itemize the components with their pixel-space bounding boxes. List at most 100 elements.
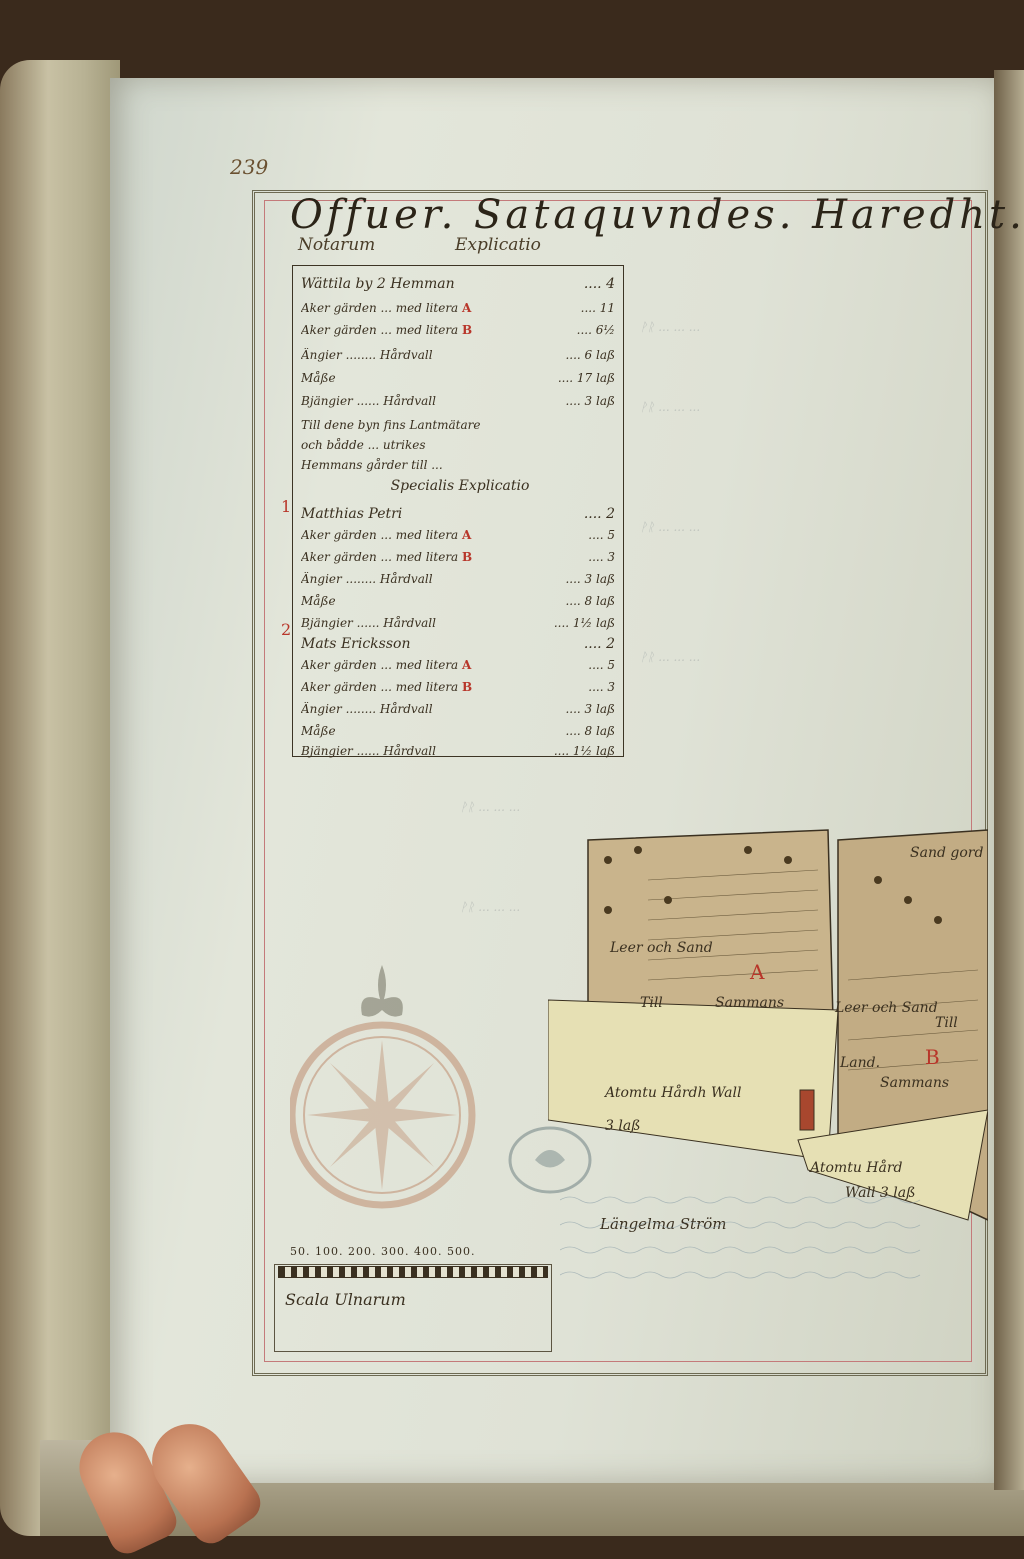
row-value: .... 2	[583, 506, 615, 522]
row-text: Aker gärden ... med litera	[301, 528, 463, 542]
map-label-leer-a: Leer och Sand	[610, 940, 713, 956]
row-letter: B	[462, 323, 473, 337]
table-row: Ängier ........ Hårdvall .... 3 laß	[301, 572, 619, 586]
row-letter: B	[462, 680, 473, 694]
row-text: Wättila by 2 Hemman	[301, 276, 455, 292]
row-value: .... 1½ laß	[553, 616, 615, 630]
row-text: Bjängier ...... Hårdvall	[301, 744, 436, 758]
map-label-land: Land.	[840, 1055, 881, 1071]
row-text: Mats Ericksson	[301, 636, 411, 652]
header-notarum: Notarum	[298, 235, 376, 255]
show-through-text: ᚹᚱ ... ... ...	[640, 520, 701, 534]
row-value: .... 3	[588, 680, 615, 694]
map-trees	[604, 846, 942, 924]
row-value: .... 11	[580, 301, 615, 315]
row-letter: B	[462, 550, 473, 564]
table-row: Aker gärden ... med litera A .... 11	[301, 301, 619, 315]
map-label-sammans-a: Sammans	[715, 995, 785, 1011]
scale-box	[274, 1264, 552, 1352]
table-row: Bjängier ...... Hårdvall .... 1½ laß	[301, 616, 619, 630]
table-row: Wättila by 2 Hemman .... 4	[301, 276, 619, 292]
map-label-sand-gord: Sand gord	[910, 845, 984, 861]
row-text: Specialis Explicatio	[390, 478, 530, 494]
map-hatching	[647, 869, 979, 1071]
row-value: .... 3 laß	[565, 702, 615, 716]
row-value: .... 3 laß	[565, 572, 615, 586]
compass-rose	[290, 965, 476, 1209]
estate-map	[548, 829, 988, 1221]
seal-stamp	[508, 1126, 592, 1194]
page-frame-outer	[252, 190, 988, 1376]
table-row: Bjängier ...... Hårdvall .... 3 laß	[301, 394, 619, 408]
row-value: .... 3	[588, 550, 615, 564]
table-row: Aker gärden ... med litera A .... 5	[301, 528, 619, 542]
map-meadow-2	[797, 1109, 988, 1221]
table-row: Måße .... 8 laß	[301, 594, 619, 608]
row-value: .... 5	[588, 528, 615, 542]
row-letter: A	[462, 301, 472, 315]
row-text: Bjängier ...... Hårdvall	[301, 616, 436, 630]
row-text: och bådde ... utrikes	[301, 438, 426, 452]
row-value: .... 6½	[576, 323, 615, 337]
book-edge-left	[0, 60, 120, 1536]
map-label-leer-b: Leer och Sand	[835, 1000, 938, 1016]
show-through-text: ᚹᚱ ... ... ...	[640, 320, 701, 334]
row-text: Bjängier ...... Hårdvall	[301, 394, 436, 408]
row-letter: A	[462, 528, 472, 542]
row-text: Ängier ........ Hårdvall	[301, 702, 433, 716]
table-row: Aker gärden ... med litera A .... 5	[301, 658, 619, 672]
manuscript-page	[110, 78, 994, 1483]
map-label-sammans-b: Sammans	[880, 1075, 950, 1091]
table-row: Till dene byn fins Lantmätare	[301, 418, 619, 432]
row-text: Till dene byn fins Lantmätare	[301, 418, 481, 432]
map-label-till-a: Till	[640, 995, 663, 1011]
row-text: Aker gärden ... med litera	[301, 680, 463, 694]
map-label-river: Längelma Ström	[600, 1215, 727, 1233]
table-row: Måße .... 8 laß	[301, 724, 619, 738]
table-row: Matthias Petri .... 2	[301, 506, 619, 522]
margin-number-1: 1	[281, 497, 292, 516]
table-row: Aker gärden ... med litera B .... 3	[301, 680, 619, 694]
row-value: .... 1½ laß	[553, 744, 615, 758]
show-through-text: ᚹᚱ ... ... ...	[640, 400, 701, 414]
row-value: .... 6 laß	[565, 348, 615, 362]
table-row: Specialis Explicatio	[301, 478, 619, 494]
row-value: .... 8 laß	[565, 594, 615, 608]
scale-numbers: 50. 100. 200. 300. 400. 500.	[290, 1245, 476, 1258]
table-row: Måße .... 17 laß	[301, 371, 619, 385]
scale-label: Scala Ulnarum	[285, 1290, 406, 1309]
row-text: Aker gärden ... med litera	[301, 301, 463, 315]
facing-page-edge	[994, 70, 1024, 1490]
map-field-a	[587, 829, 834, 1021]
show-through-text: ᚹᚱ ... ... ...	[640, 650, 701, 664]
map-label-till-b: Till	[935, 1015, 958, 1031]
row-value: .... 3 laß	[565, 394, 615, 408]
map-letter-b: B	[925, 1045, 940, 1069]
table-row: Aker gärden ... med litera B.... 3	[301, 550, 619, 564]
map-letter-a: A	[750, 960, 765, 984]
margin-number-2: 2	[281, 620, 292, 639]
row-text: Måße	[301, 371, 336, 385]
fleur-de-lis-icon	[361, 965, 403, 1017]
row-value: .... 5	[588, 658, 615, 672]
explanation-table: Wättila by 2 Hemman .... 4 Aker gärden ..…	[292, 265, 624, 758]
river-water	[560, 1196, 921, 1279]
scale-bar	[278, 1266, 548, 1278]
header-explicatio: Explicatio	[455, 235, 541, 255]
page-title: Offuer. Sataquvndes. Haredht.	[290, 192, 1024, 238]
row-text: Matthias Petri	[301, 506, 403, 522]
map-label-hardvall-1: Atomtu Hårdh Wall	[605, 1085, 742, 1101]
row-value: .... 8 laß	[565, 724, 615, 738]
map-label-hardvall-2-b: Wall 3 laß	[845, 1185, 916, 1201]
table-row: Ängier ........ Hårdvall .... 3 laß	[301, 702, 619, 716]
row-text: Måße	[301, 594, 336, 608]
row-text: Hemmans gårder till ...	[301, 458, 443, 472]
map-label-hardvall-2: Atomtu Hård	[810, 1160, 903, 1176]
show-through-text: ᚹᚱ ... ... ...	[460, 900, 521, 914]
row-letter: A	[462, 658, 472, 672]
row-text: Aker gärden ... med litera	[301, 658, 463, 672]
row-text: Ängier ........ Hårdvall	[301, 572, 433, 586]
show-through-text: ᚹᚱ ... ... ...	[460, 800, 521, 814]
page-frame-inner	[264, 200, 972, 1362]
table-row: Ängier ........ Hårdvall .... 6 laß	[301, 348, 619, 362]
